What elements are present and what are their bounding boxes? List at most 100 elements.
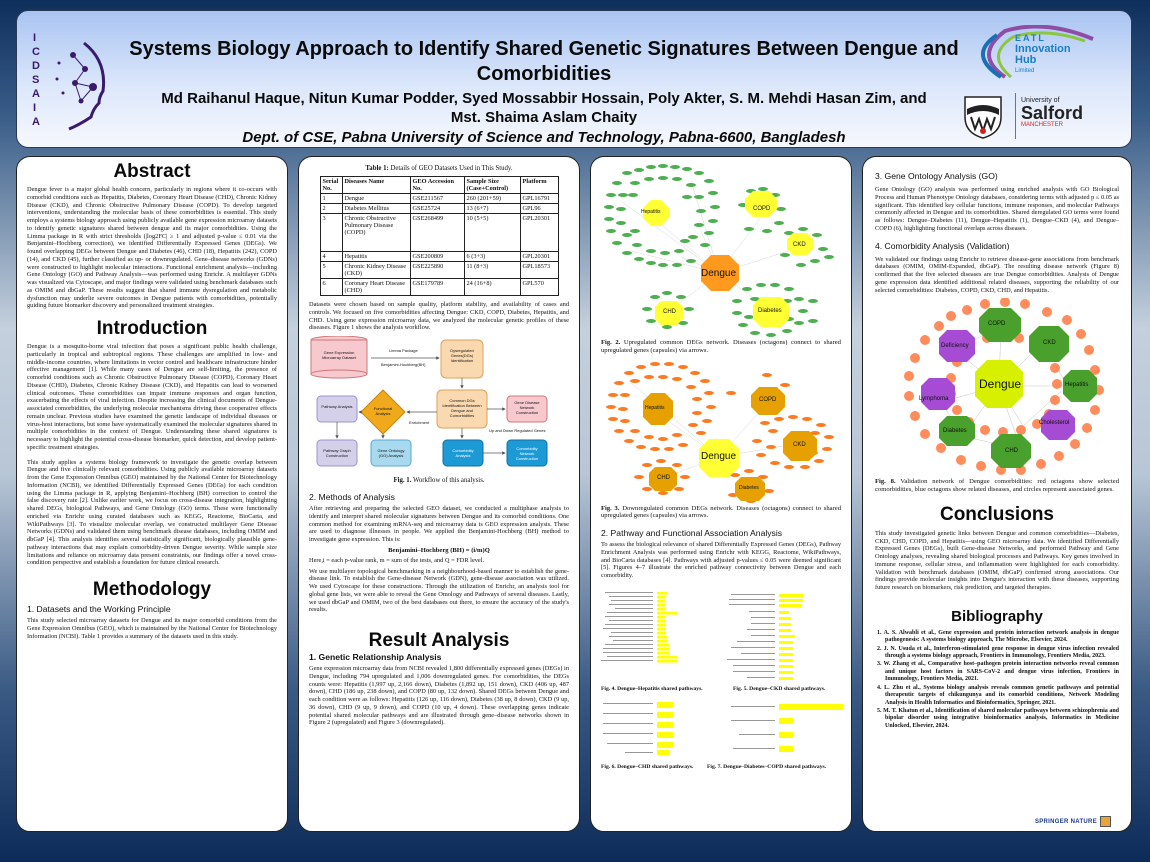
introduction-heading: Introduction: [96, 318, 208, 339]
salford-line-1: University of: [1021, 97, 1060, 104]
fig-1-caption: Fig. 1. Workflow of this analysis.: [309, 477, 569, 484]
cell: 6 (3+3): [463, 251, 521, 262]
column-3-panel: Hepatitis COPD CKD Dengue CHD Diabetes F…: [590, 156, 852, 832]
cell: GPL570: [519, 278, 559, 296]
formula-explanation: Here,i = each p-value rank, m = sum of t…: [309, 556, 485, 564]
fig3-node-dengue: Dengue: [701, 450, 737, 462]
wf-dataset: Gene Expression Microarray Dataset: [322, 350, 356, 360]
cell: Chronic Kidney Disease (CKD): [341, 261, 411, 279]
fig-2-text: Upregulated common DEGs network. Disease…: [601, 339, 841, 354]
authors-line-2: Mst. Shaima Aslam Chaity: [450, 109, 638, 126]
pathway-bar-charts: [601, 591, 843, 755]
cell: GSE211567: [409, 193, 465, 204]
col-disease: Diseases Name: [341, 176, 411, 194]
fig-1-label: Fig. 1.: [393, 477, 412, 484]
cell: 10 (5+5): [463, 213, 521, 252]
pathway-charts-grid: Fig. 4. Dengue–Hepatitis shared pathways…: [601, 584, 843, 770]
svg-text:C: C: [32, 46, 40, 58]
fig2-node-ckd: CKD: [793, 242, 806, 248]
methods-para-2: We use multilayer topological benchmarki…: [309, 567, 569, 614]
fig8-node-copd: COPD: [988, 321, 1006, 328]
fig2-node-diabetes: Diabetes: [758, 308, 782, 314]
fig8-node-lymphoma: Lymphoma: [919, 396, 949, 403]
wf-updown: Up and Down Regulated Genes: [489, 428, 546, 433]
bibliography-heading: Bibliography: [951, 607, 1043, 625]
fig8-node-cholesterol: Cholesterol: [1039, 420, 1070, 427]
wf-gdn: Gene Disease Network Construction: [514, 400, 540, 415]
cell: 24 (16+8): [463, 278, 521, 296]
wf-com-net: Comorbidity Network Construction: [515, 446, 539, 461]
authors-line-1: Md Raihanul Haque, Nitun Kumar Podder, S…: [161, 90, 927, 107]
cell: Hepatitis: [341, 251, 411, 262]
reference-item: 2. J. N. Usuda et al., Interferon-stimul…: [877, 645, 1119, 660]
fig-2-label: Fig. 2.: [601, 339, 621, 346]
cell: GSE179789: [409, 278, 465, 296]
reference-item: 3. W. Zhang et al., Comparative host–pat…: [877, 661, 1119, 683]
fig8-node-hepatitis: Hepatitis: [1065, 382, 1089, 389]
table-header-row: Serial No. Diseases Name GEO Accession N…: [319, 176, 559, 194]
svg-text:A: A: [32, 116, 40, 128]
table-row: 6 Coronary Heart Disease (CHD) GSE179789…: [319, 278, 559, 296]
fig-7-caption: Fig. 7. Dengue–Diabetes–COPD shared path…: [707, 763, 827, 770]
cell: 3: [319, 213, 343, 252]
genetic-relationship-subheading: 1. Genetic Relationship Analysis: [309, 652, 442, 662]
cell: 1: [319, 193, 343, 204]
poster-title: Systems Biology Approach to Identify Sha…: [129, 38, 959, 85]
cell: 13 (6+7): [463, 203, 521, 214]
fig3-node-hepatitis: Hepatitis: [645, 404, 665, 411]
cell: GPL96: [519, 203, 559, 214]
wf-pathway-graph: Pathway Graph Construction: [323, 448, 351, 458]
methodology-heading: Methodology: [92, 579, 212, 600]
fig8-node-dengue: Dengue: [979, 377, 1022, 392]
cell: GSE268499: [409, 213, 465, 252]
cell: Chronic Obstructive Pulmonary Disease (C…: [341, 213, 411, 252]
svg-text:I: I: [33, 32, 36, 44]
cell: GSE225890: [409, 261, 465, 279]
go-subheading: 3. Gene Ontology Analysis (GO): [875, 171, 998, 181]
eatl-line-2: Innovation Hub: [1015, 43, 1071, 66]
cell: GPL16791: [519, 193, 559, 204]
svg-text:D: D: [32, 60, 40, 72]
wf-pathway: Pathway Analysis: [321, 404, 353, 409]
conclusions-heading: Conclusions: [939, 503, 1054, 525]
wf-functional: Functional Analysis: [373, 406, 393, 416]
fig-5-caption: Fig. 5. Dengue–CKD shared pathways.: [733, 685, 826, 692]
cell: 6: [319, 278, 343, 296]
results-heading: Result Analysis: [368, 630, 510, 651]
ccis-badge-icon: [1100, 816, 1111, 827]
table-row: 1 Dengue GSE211567 260 (201+59) GPL16791: [319, 193, 559, 204]
fig3-node-diabetes: Diabetes: [739, 484, 759, 491]
col-platform: Platform: [519, 176, 559, 194]
wf-common: Common DGs Identification Between Dengue…: [442, 398, 482, 418]
datasets-after-table-text: Datasets were chosen based on sample qua…: [309, 301, 569, 332]
fig2-node-hepatitis: Hepatitis: [641, 209, 661, 215]
salford-line-2: Salford: [1021, 103, 1084, 123]
poster-title-block: Systems Biology Approach to Identify Sha…: [127, 37, 961, 148]
cell: 2: [319, 203, 343, 214]
svg-text:S: S: [32, 74, 39, 86]
fig-3-text: Downregulated common DEGs network. Disea…: [601, 504, 841, 520]
fig8-node-chd: CHD: [1005, 448, 1018, 455]
col-serial: Serial No.: [319, 176, 343, 194]
fig-3-downregulated-network: Hepatitis COPD CKD Dengue CHD Diabetes: [601, 359, 841, 505]
introduction-para-2: This study applies a systems biology fra…: [27, 458, 277, 567]
fig-3-label: Fig. 3.: [601, 504, 620, 512]
reference-item: 1. A. S. Alwabli et al., Gene expression…: [877, 629, 1119, 644]
column-4-panel: 3. Gene Ontology Analysis (GO) Gene Onto…: [862, 156, 1132, 832]
fig-8-text: Validation network of Dengue comorbiditi…: [875, 478, 1119, 494]
cell: GPL20301: [519, 251, 559, 262]
fig-3-caption: Fig. 3. Downregulated common DEGs networ…: [601, 505, 841, 521]
reference-item: 5. M. T. Khatun et al., Identification o…: [877, 707, 1119, 729]
fig3-node-ckd: CKD: [793, 441, 806, 448]
cell: GSE25724: [409, 203, 465, 214]
pathway-subheading: 2. Pathway and Functional Association An…: [601, 528, 783, 539]
conclusions-text: This study investigated genetic links be…: [875, 529, 1119, 592]
fig3-node-copd: COPD: [759, 396, 777, 403]
datasets-text: This study selected microarray datasets …: [27, 617, 277, 640]
fig-1-text: Workflow of this analysis.: [411, 477, 485, 484]
table-row: 3 Chronic Obstructive Pulmonary Disease …: [319, 213, 559, 252]
fig3-node-chd: CHD: [657, 474, 670, 481]
wf-go: Gene Ontology (GO) Analysis: [377, 448, 405, 458]
cell: 260 (201+59): [463, 193, 521, 204]
genetic-relationship-text: Gene expression microarray data from NCB…: [309, 665, 569, 727]
